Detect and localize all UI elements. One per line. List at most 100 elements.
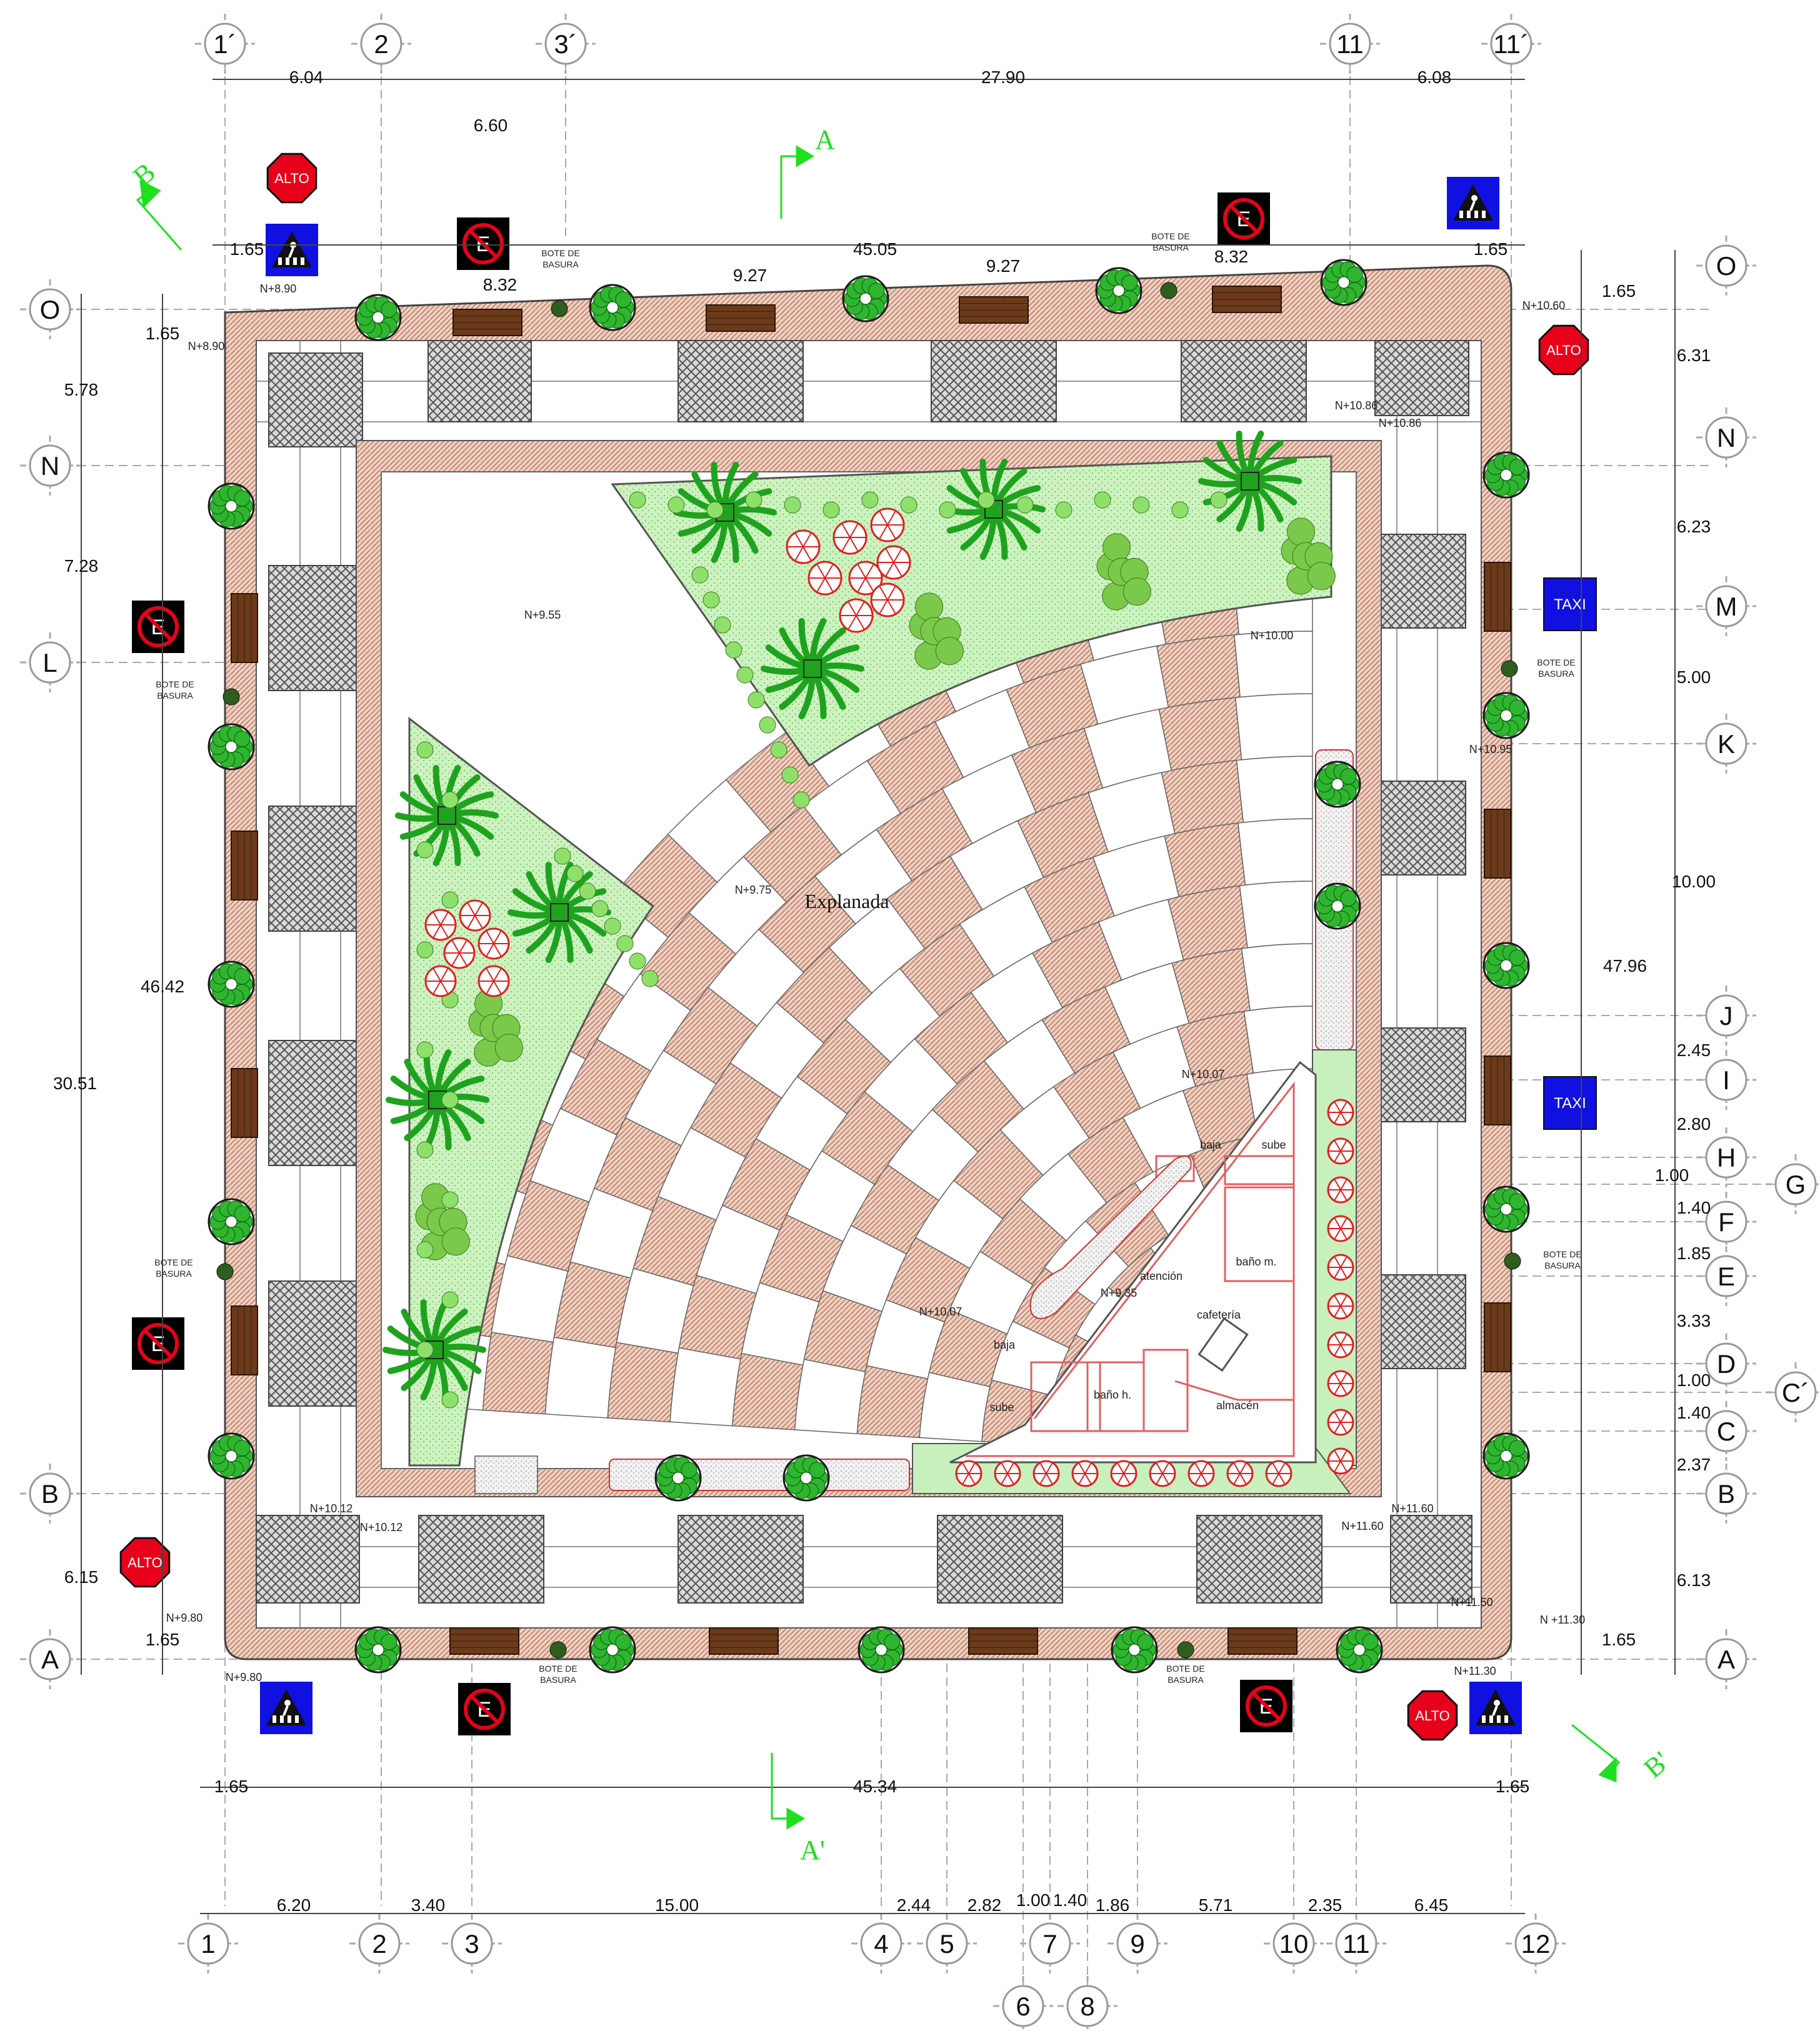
shrub-icon [1096,533,1151,611]
flower-icon [478,927,510,960]
tree-icon [1336,1626,1383,1674]
grid-bubble-left: A [20,1629,80,1689]
level-label: N+10.07 [919,1305,962,1318]
fan-paving-tile [1156,634,1241,708]
grid-bubble-label: 1 [201,1929,215,1959]
fan-paving-tile [669,1347,741,1427]
fan-paving-tile [1158,697,1242,771]
right-dim-8: 2.80 [1677,1114,1711,1134]
fan-paving-tile [1161,759,1244,834]
fan-paving-tile [482,1332,554,1415]
right-dim-13: 1.00 [1677,1370,1711,1390]
grid-bubble-right: M [1696,576,1756,636]
small-shrub-icon [1210,491,1228,509]
flower-icon [786,529,821,564]
grid-bubble-label: 5 [939,1929,954,1959]
grid-bubble-label: N [1717,423,1736,452]
grid-bubble-right: G [1766,1154,1820,1214]
bench-icon [449,1627,519,1655]
small-shrub-icon [702,591,720,609]
flower-icon [1327,1137,1354,1165]
tree-icon [1111,1626,1158,1674]
pedestrian-crossing-sign-icon [266,224,318,276]
grid-bubble-label: I [1722,1065,1730,1095]
trash-bin-icon [216,1263,234,1280]
grid-bubble-bottom: 1 [178,1914,238,1974]
flower-icon [443,937,476,969]
flower-icon [1032,1460,1060,1487]
small-shrub-icon [714,616,731,634]
grid-bubble-right: N [1696,407,1756,467]
left-dim-7: 1.65 [146,1630,180,1649]
fan-paving-tile [1237,818,1313,886]
bottom-dim-4: 2.44 [897,1895,931,1915]
tree-icon [1095,267,1142,314]
grid-bubble-bottom: 9 [1108,1914,1168,1974]
right-dim-1: 1.65 [1602,281,1636,301]
palm-tree-icon [382,1299,486,1401]
flower-icon [1327,1370,1354,1397]
dark-paving-blocks [256,340,1472,1604]
fan-paving-tile [1164,822,1246,897]
level-label: N+9.35 [1101,1287,1138,1299]
grid-bubble-bottom: 4 [851,1914,911,1974]
section-label-b-prime: B' [1638,1745,1676,1784]
right-dim-17: 1.65 [1602,1630,1636,1649]
level-label: N+10.86 [1335,399,1378,412]
flower-icon [994,1460,1021,1487]
fan-paving-tile [544,1337,616,1419]
grid-bubble-label: 2 [374,29,388,59]
right-dim-6: 47.96 [1603,956,1647,976]
small-shrub-icon [441,1391,459,1409]
grid-bubble-bottom: 10 [1264,1914,1324,1974]
bench-icon [231,593,258,663]
stop-sign-icon: ALTO [119,1537,171,1588]
level-label: N+11.60 [1391,1502,1433,1515]
palm-tree-icon [761,617,864,720]
flower-icon [1265,1460,1292,1487]
tree-icon [208,723,255,771]
bottom-left-offset: 1.65 [214,1777,249,1796]
flower-icon [1327,1447,1354,1475]
grid-bubble-label: N [41,451,59,481]
left-dim-1: 1.65 [146,324,180,343]
bin-label: BOTE DE [1537,657,1575,667]
grid-bubble-label: L [42,648,57,677]
cafe-label-almacen: almacén [1216,1399,1259,1412]
grid-bubble-top: 3´ [536,14,596,74]
flower-icon [1327,1292,1354,1320]
trash-bin-icon [551,300,568,317]
bin-label: BASURA [542,259,579,269]
stop-sign-text: ALTO [128,1555,162,1570]
level-label: N+11.50 [1451,1596,1492,1609]
right-dim-15: 2.37 [1677,1455,1711,1474]
grid-bubble-label: H [1717,1143,1736,1172]
small-shrub-icon [629,952,646,970]
flower-icon [808,561,842,596]
flower-icon [1327,1215,1354,1242]
flower-icon [1327,1099,1354,1126]
trash-bin-icon [549,1641,567,1659]
grid-bubble-label: G [1786,1170,1806,1199]
right-dim-4: 5.00 [1677,667,1711,687]
tree-icon [1482,1432,1530,1480]
section-mark-a [780,145,814,219]
level-label: N+9.80 [166,1612,203,1624]
bin-label: BOTE DE [539,1664,577,1674]
trash-bin-icon [1160,282,1178,299]
top-dim-4: 6.60 [474,116,508,135]
pedestrian-crossing-sign-icon [260,1682,312,1734]
grid-bubble-label: E [1718,1262,1735,1291]
palm-tree-icon [1198,430,1302,532]
tree-icon [208,1198,255,1245]
fan-paving-tile [1239,881,1313,949]
edge-seg-1: 8.32 [483,275,518,294]
grid-bubble-left: B [20,1464,80,1524]
palm-tree-icon [673,461,777,564]
bottom-dim-5: 2.82 [968,1895,1002,1915]
bin-label: BASURA [157,691,193,701]
bench-icon [709,1627,779,1655]
grid-bubble-label: C [1717,1417,1736,1446]
section-mark-a-prime [771,1753,805,1830]
grid-bubble-right: O [1696,236,1756,296]
